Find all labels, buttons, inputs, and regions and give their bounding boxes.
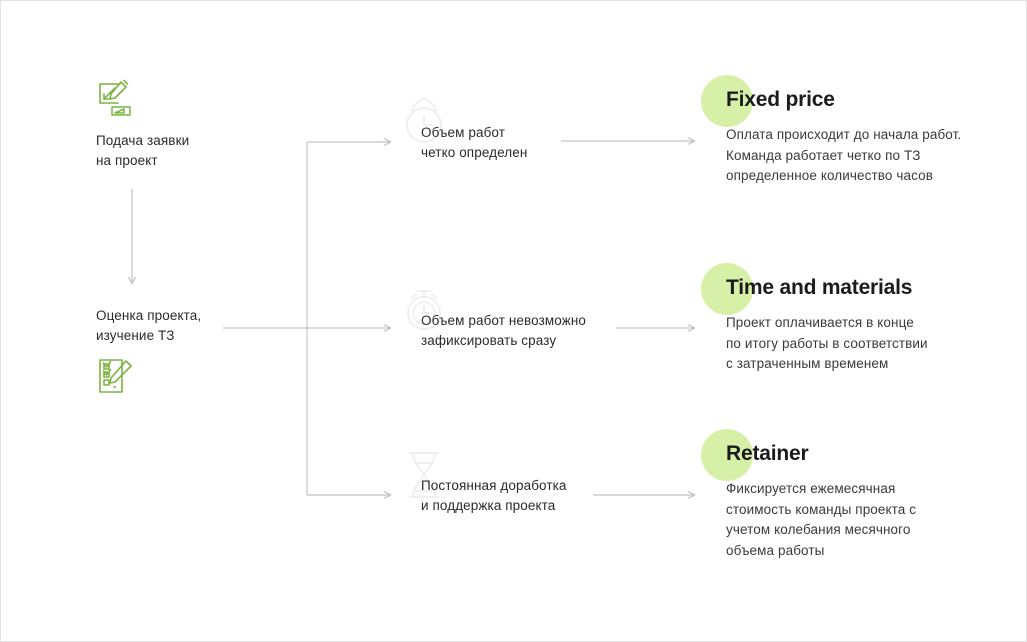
hourglass-icon — [400, 449, 448, 501]
outcome-accent-dot — [701, 429, 753, 481]
outcome-card-time-and-materials: Time and materials Проект оплачивается в… — [701, 263, 1011, 371]
outcome-accent-dot — [701, 263, 753, 315]
branch-label-scope-defined: Объем работ четко определен — [421, 125, 528, 160]
outcome-title: Retainer — [726, 442, 809, 465]
stage-label-estimation: Оценка проекта, изучение ТЗ — [96, 308, 202, 343]
outcome-description: Проект оплачивается в конце по итогу раб… — [726, 315, 928, 371]
outcome-description: Фиксируется ежемесячная стоимость команд… — [726, 481, 917, 558]
document-pencil-ruler-icon — [96, 79, 136, 119]
stage-label-application: Подача заявки на проект — [96, 133, 190, 168]
outcome-description: Оплата происходит до начала работ. Коман… — [726, 127, 962, 183]
clock-icon — [400, 97, 448, 149]
outcome-title: Fixed price — [726, 88, 835, 111]
outcome-card-retainer: Retainer Фиксируется ежемесячная стоимос… — [701, 429, 1011, 558]
stopwatch-icon — [400, 283, 448, 335]
outcome-card-fixed-price: Fixed price Оплата происходит до начала … — [701, 75, 1011, 183]
branch-label-ongoing-support: Постоянная доработка и поддержка проекта — [421, 478, 567, 513]
branch-label-scope-undefined: Объем работ невозможно зафиксировать сра… — [421, 313, 587, 348]
outcome-accent-dot — [701, 75, 753, 127]
checklist-pencil-icon — [96, 356, 136, 396]
outcome-title: Time and materials — [726, 276, 913, 299]
